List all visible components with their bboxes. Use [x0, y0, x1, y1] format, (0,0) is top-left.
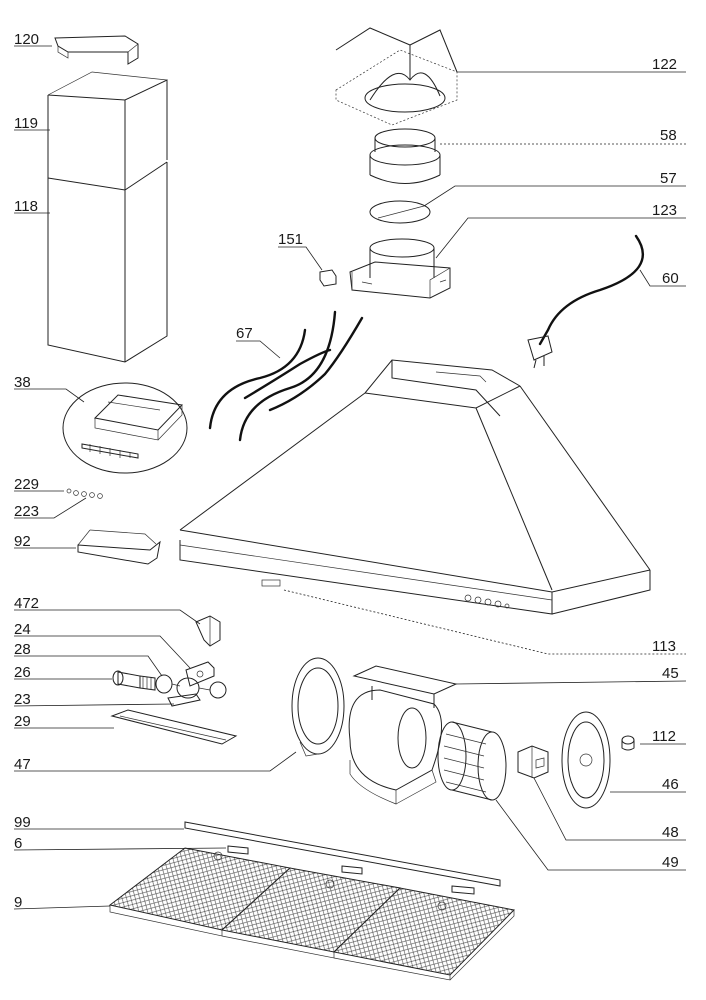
label-58: 58 [660, 127, 677, 144]
part-47-front-grill [291, 657, 345, 757]
part-49-fan-wheel [437, 721, 507, 801]
label-23: 23 [14, 691, 31, 708]
part-6-filter-clips [227, 845, 475, 895]
label-46: 46 [662, 776, 679, 793]
label-9: 9 [14, 894, 22, 911]
part-118-lower-chimney [47, 161, 168, 363]
label-47: 47 [14, 756, 31, 773]
label-119: 119 [14, 115, 38, 132]
part-24-lamp-holder [185, 661, 215, 687]
part-hood-body [179, 359, 651, 615]
label-120: 120 [14, 31, 39, 48]
part-122-duct-flap [335, 27, 458, 126]
label-29: 29 [14, 713, 31, 730]
label-38: 38 [14, 374, 31, 391]
label-113: 113 [652, 638, 676, 655]
label-45: 45 [662, 665, 679, 682]
label-24: 24 [14, 621, 31, 638]
part-120-chimney-bracket [54, 35, 139, 65]
part-26-28-lamp [112, 670, 227, 699]
part-38-control-box [62, 382, 188, 474]
part-67-wires [208, 310, 364, 442]
part-46-rear-grill [561, 711, 611, 809]
label-28: 28 [14, 641, 31, 658]
label-26: 26 [14, 664, 31, 681]
label-99: 99 [14, 814, 31, 831]
label-229: 229 [14, 476, 39, 493]
part-23-clip [167, 693, 201, 707]
label-67: 67 [236, 325, 253, 342]
label-60: 60 [662, 270, 679, 287]
label-472: 472 [14, 595, 39, 612]
label-123: 123 [652, 202, 677, 219]
part-29-lamp-cover [110, 709, 238, 745]
leader-lines [13, 45, 687, 910]
label-151: 151 [278, 231, 303, 248]
part-112-knob [621, 735, 635, 751]
part-472-bracket [195, 615, 221, 647]
label-118: 118 [14, 198, 38, 215]
label-92: 92 [14, 533, 31, 550]
part-151-connector [319, 269, 337, 287]
part-123-duct-collar [349, 238, 451, 299]
label-6: 6 [14, 835, 22, 852]
label-48: 48 [662, 824, 679, 841]
part-58-adapter-ring [369, 128, 441, 184]
part-9-grease-filters [108, 847, 516, 981]
part-92-plate [77, 529, 161, 565]
part-60-power-cord [527, 234, 645, 369]
label-49: 49 [662, 854, 679, 871]
part-99-rail [184, 821, 501, 887]
part-number-labels: 120 119 118 38 229 223 92 472 24 28 26 2… [14, 31, 679, 911]
part-119-upper-chimney [47, 71, 168, 190]
label-57: 57 [660, 170, 677, 187]
part-57-valve-disc [369, 200, 431, 224]
part-229-223-screws [66, 488, 103, 499]
label-122: 122 [652, 56, 677, 73]
label-112: 112 [652, 728, 676, 745]
part-45-blower-housing [348, 665, 458, 805]
part-48-motor [517, 745, 549, 779]
label-223: 223 [14, 503, 39, 520]
